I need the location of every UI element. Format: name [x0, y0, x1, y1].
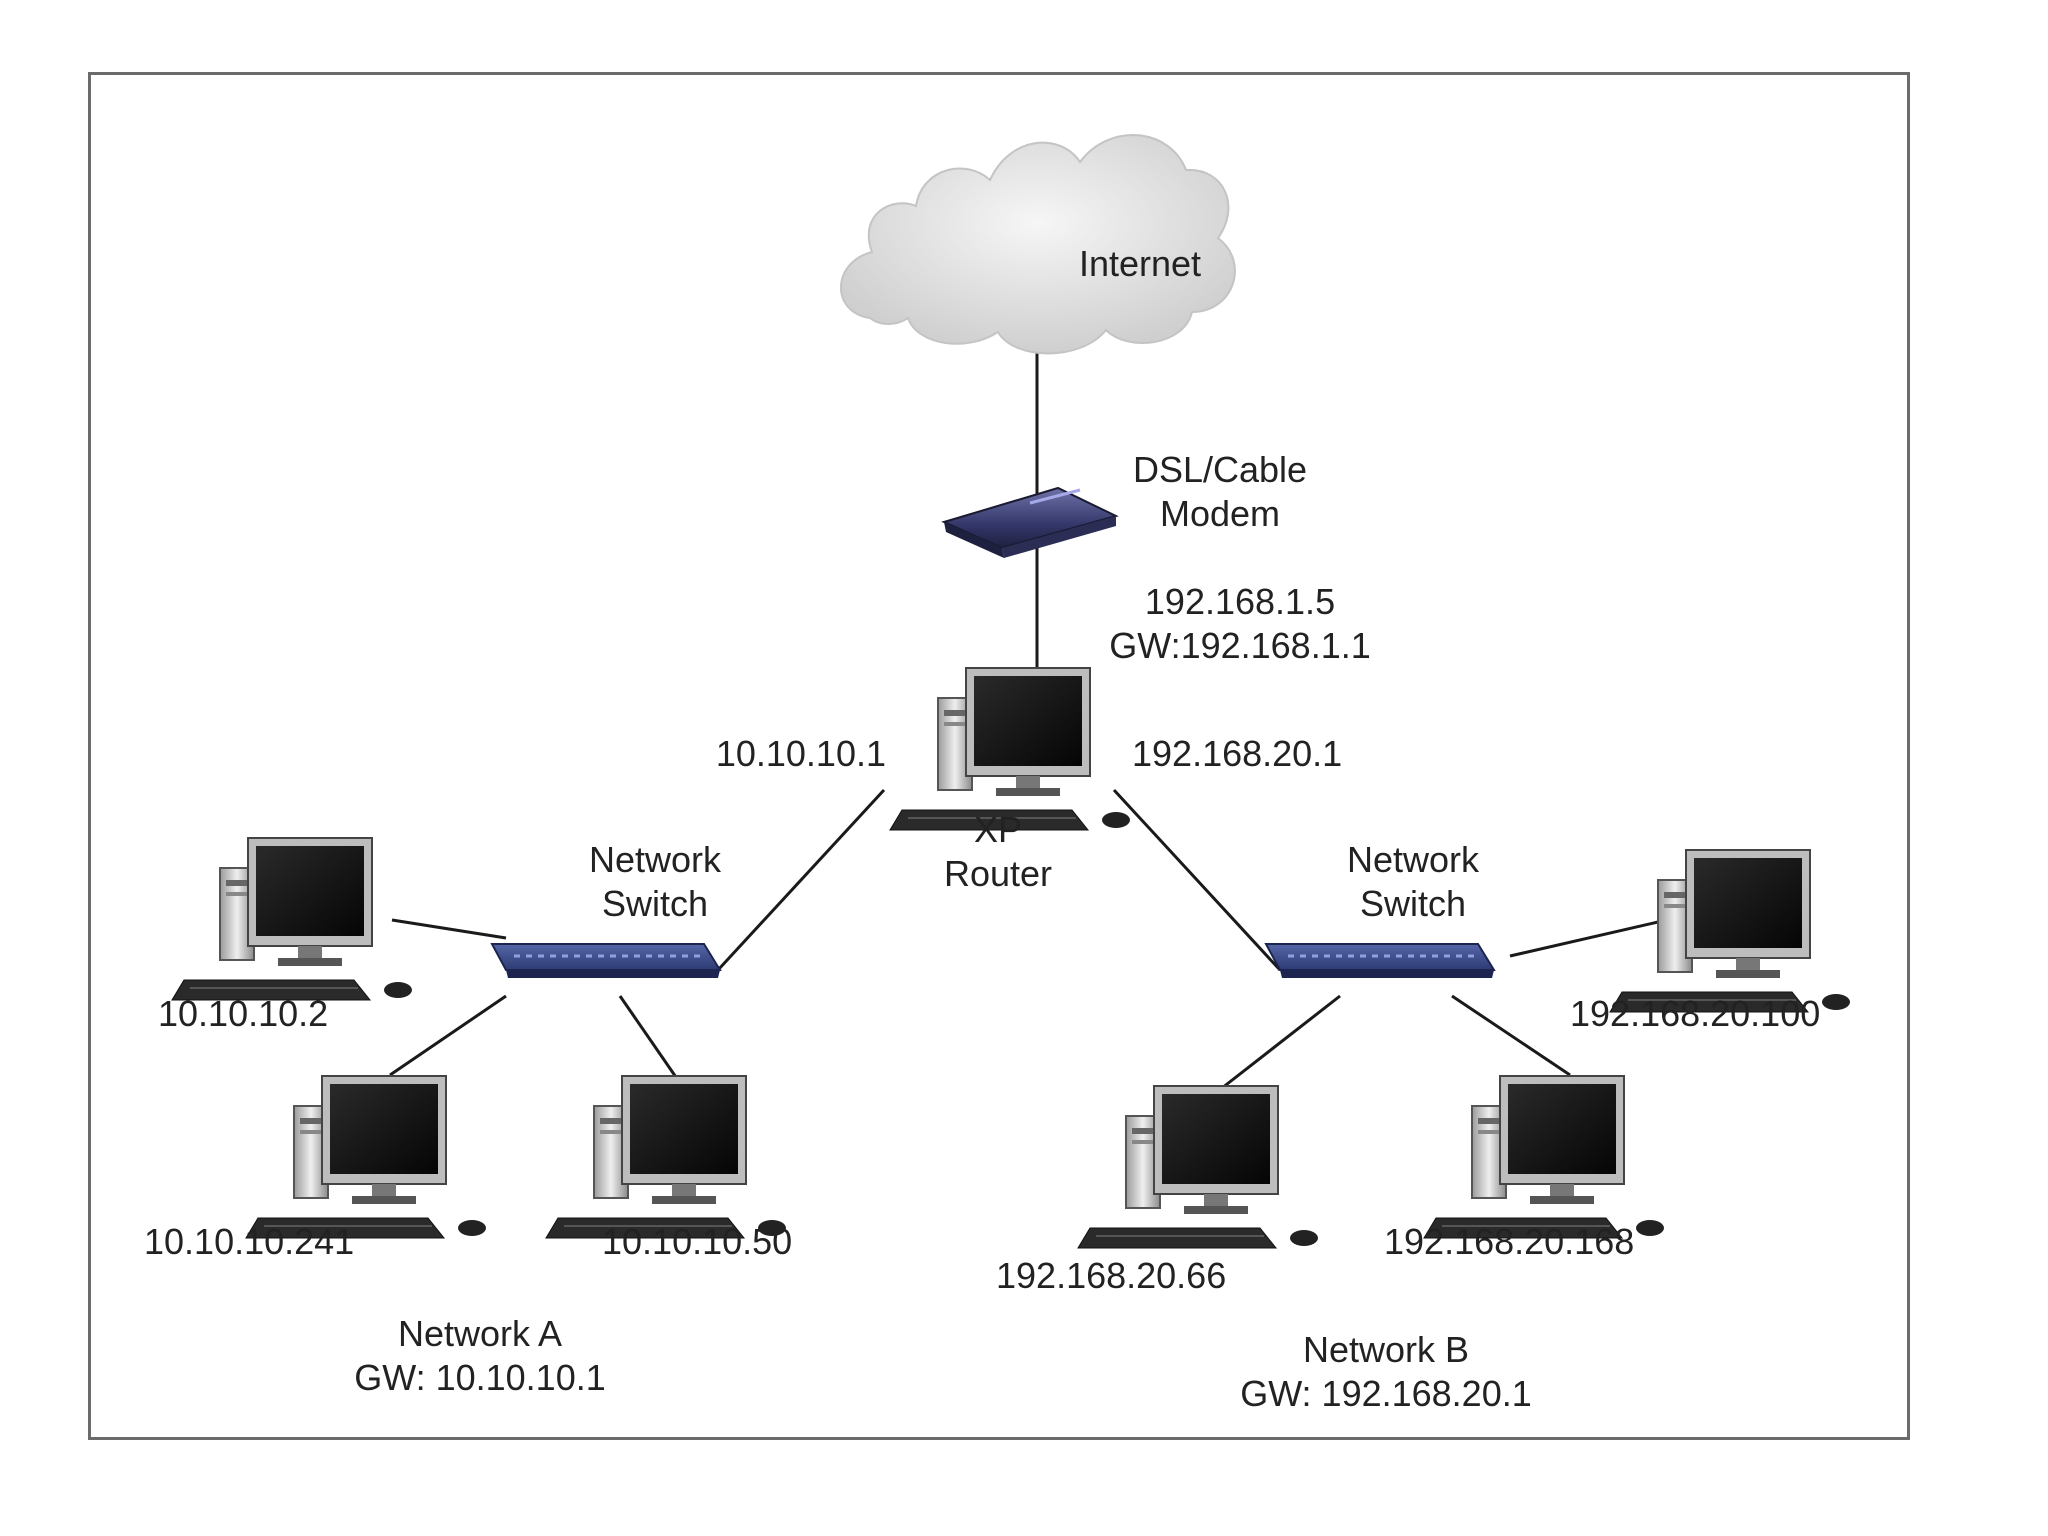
link-switch-b-host-66 — [1221, 994, 1341, 1090]
switch-b-label: Network Switch — [1298, 838, 1528, 926]
link-switch-b-host-100 — [1509, 920, 1659, 958]
internet-cloud-icon — [840, 134, 1236, 355]
network-a-name: Network A — [397, 1313, 563, 1354]
router-wan-ip: 192.168.1.5 — [1144, 581, 1336, 622]
network-b-name: Network B — [1302, 1329, 1470, 1370]
host-ip-label: 192.168.20.100 — [1570, 993, 1821, 1034]
link-switch-a-host-2 — [391, 918, 507, 940]
host-ip-label: 10.10.10.50 — [602, 1221, 793, 1262]
link-switch-a-host-50 — [618, 995, 682, 1084]
switch-b-label-line-1: Network — [1346, 839, 1480, 880]
switch-a-label-line-1: Network — [588, 839, 722, 880]
connections — [389, 352, 1659, 1090]
link-router-switch-b — [1112, 788, 1282, 972]
router-lan-a-ip: 10.10.10.1 — [715, 733, 886, 774]
dsl-cable-modem-icon — [941, 486, 1119, 558]
internet-label: Internet — [1078, 243, 1202, 284]
router-name-label: XP Router — [898, 808, 1098, 896]
modem-label-line-1: DSL/Cable — [1132, 449, 1308, 490]
switch-a-label-line-2: Switch — [601, 883, 709, 924]
switch-a-label: Network Switch — [540, 838, 770, 926]
network-a-caption: Network A GW: 10.10.10.1 — [300, 1312, 660, 1400]
host-ip-label: 10.10.10.2 — [158, 993, 329, 1034]
diagram-frame — [88, 72, 1910, 1440]
router-wan-gateway: GW:192.168.1.1 — [1109, 625, 1371, 666]
router-name-line-1: XP — [973, 809, 1023, 850]
router-wan-label: 192.168.1.5 GW:192.168.1.1 — [1060, 580, 1420, 668]
router-name-line-2: Router — [943, 853, 1053, 894]
modem-label-line-2: Modem — [1159, 493, 1281, 534]
link-switch-a-host-241 — [389, 994, 507, 1077]
host-ip-label: 10.10.10.241 — [144, 1221, 355, 1262]
link-switch-b-host-168 — [1451, 994, 1571, 1077]
network-b-gateway: GW: 192.168.20.1 — [1240, 1373, 1532, 1414]
host-ip-label: 192.168.20.66 — [996, 1255, 1227, 1296]
router-lan-b-ip: 192.168.20.1 — [1132, 733, 1343, 774]
host-ip-label: 192.168.20.168 — [1384, 1221, 1635, 1262]
modem-label: DSL/Cable Modem — [1100, 448, 1340, 536]
link-router-switch-a — [716, 788, 886, 972]
switch-b-label-line-2: Switch — [1359, 883, 1467, 924]
network-a-gateway: GW: 10.10.10.1 — [354, 1357, 606, 1398]
network-b-caption: Network B GW: 192.168.20.1 — [1186, 1328, 1586, 1416]
